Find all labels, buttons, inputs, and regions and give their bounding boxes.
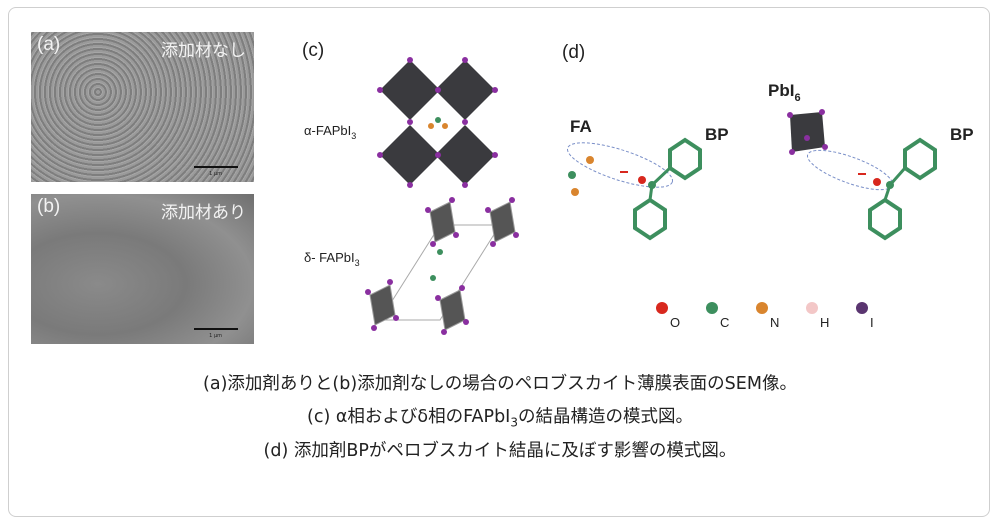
legend-label-H: H: [820, 315, 829, 330]
pbi6-label: PbI6: [768, 81, 801, 104]
sem-image-a: (a) 添加材なし 1 µm: [31, 32, 254, 182]
scale-bar: [194, 166, 238, 168]
scale-label: 1 µm: [209, 333, 222, 339]
scale-label: 1 µm: [209, 171, 222, 177]
panel-a-title: 添加材なし: [161, 41, 246, 61]
figure-frame: [8, 7, 990, 517]
caption-line-1: (a)添加剤ありと(b)添加剤なしの場合のペロブスカイト薄膜表面のSEM像。: [203, 374, 797, 394]
legend-swatch-C: [706, 302, 718, 314]
legend-swatch-O: [656, 302, 668, 314]
panel-d-label: (d): [562, 42, 585, 63]
legend-label-I: I: [870, 315, 874, 330]
panel-c-label: (c): [302, 40, 324, 61]
caption-line-3: (d) 添加剤BPがペロブスカイト結晶に及ぼす影響の模式図。: [263, 441, 737, 461]
pbi6-bp-molecules: [787, 109, 937, 241]
bp-label-1: BP: [705, 125, 729, 144]
sem-image-b: (b) 添加材あり 1 µm: [31, 194, 254, 344]
fa-bp-molecules: [566, 137, 702, 241]
fa-label: FA: [570, 117, 592, 136]
legend-label-C: C: [720, 315, 729, 330]
panel-b-title: 添加材あり: [161, 203, 246, 223]
delta-label: δ- FAPbI3: [304, 250, 360, 268]
bp-label-2: BP: [950, 125, 974, 144]
legend-swatch-H: [806, 302, 818, 314]
delta-phase-structure: [365, 197, 519, 335]
additive-effect-diagram: (d) FA BP PbI6 BP O C N H I: [562, 42, 974, 330]
alpha-label: α-FAPbI3: [304, 123, 356, 141]
panel-b-label: (b): [37, 196, 61, 217]
legend-swatch-I: [856, 302, 868, 314]
legend-label-N: N: [770, 315, 779, 330]
alpha-phase-structure: [377, 57, 498, 188]
panel-a-label: (a): [37, 34, 61, 55]
scale-bar: [194, 328, 238, 330]
legend-swatch-N: [756, 302, 768, 314]
caption-line-2: (c) α相およびδ相のFAPbI3の結晶構造の模式図。: [307, 407, 693, 430]
crystal-structure-diagram: (c) α-FAPbI3 δ- FAPbI3: [302, 40, 519, 335]
legend-label-O: O: [670, 315, 680, 330]
